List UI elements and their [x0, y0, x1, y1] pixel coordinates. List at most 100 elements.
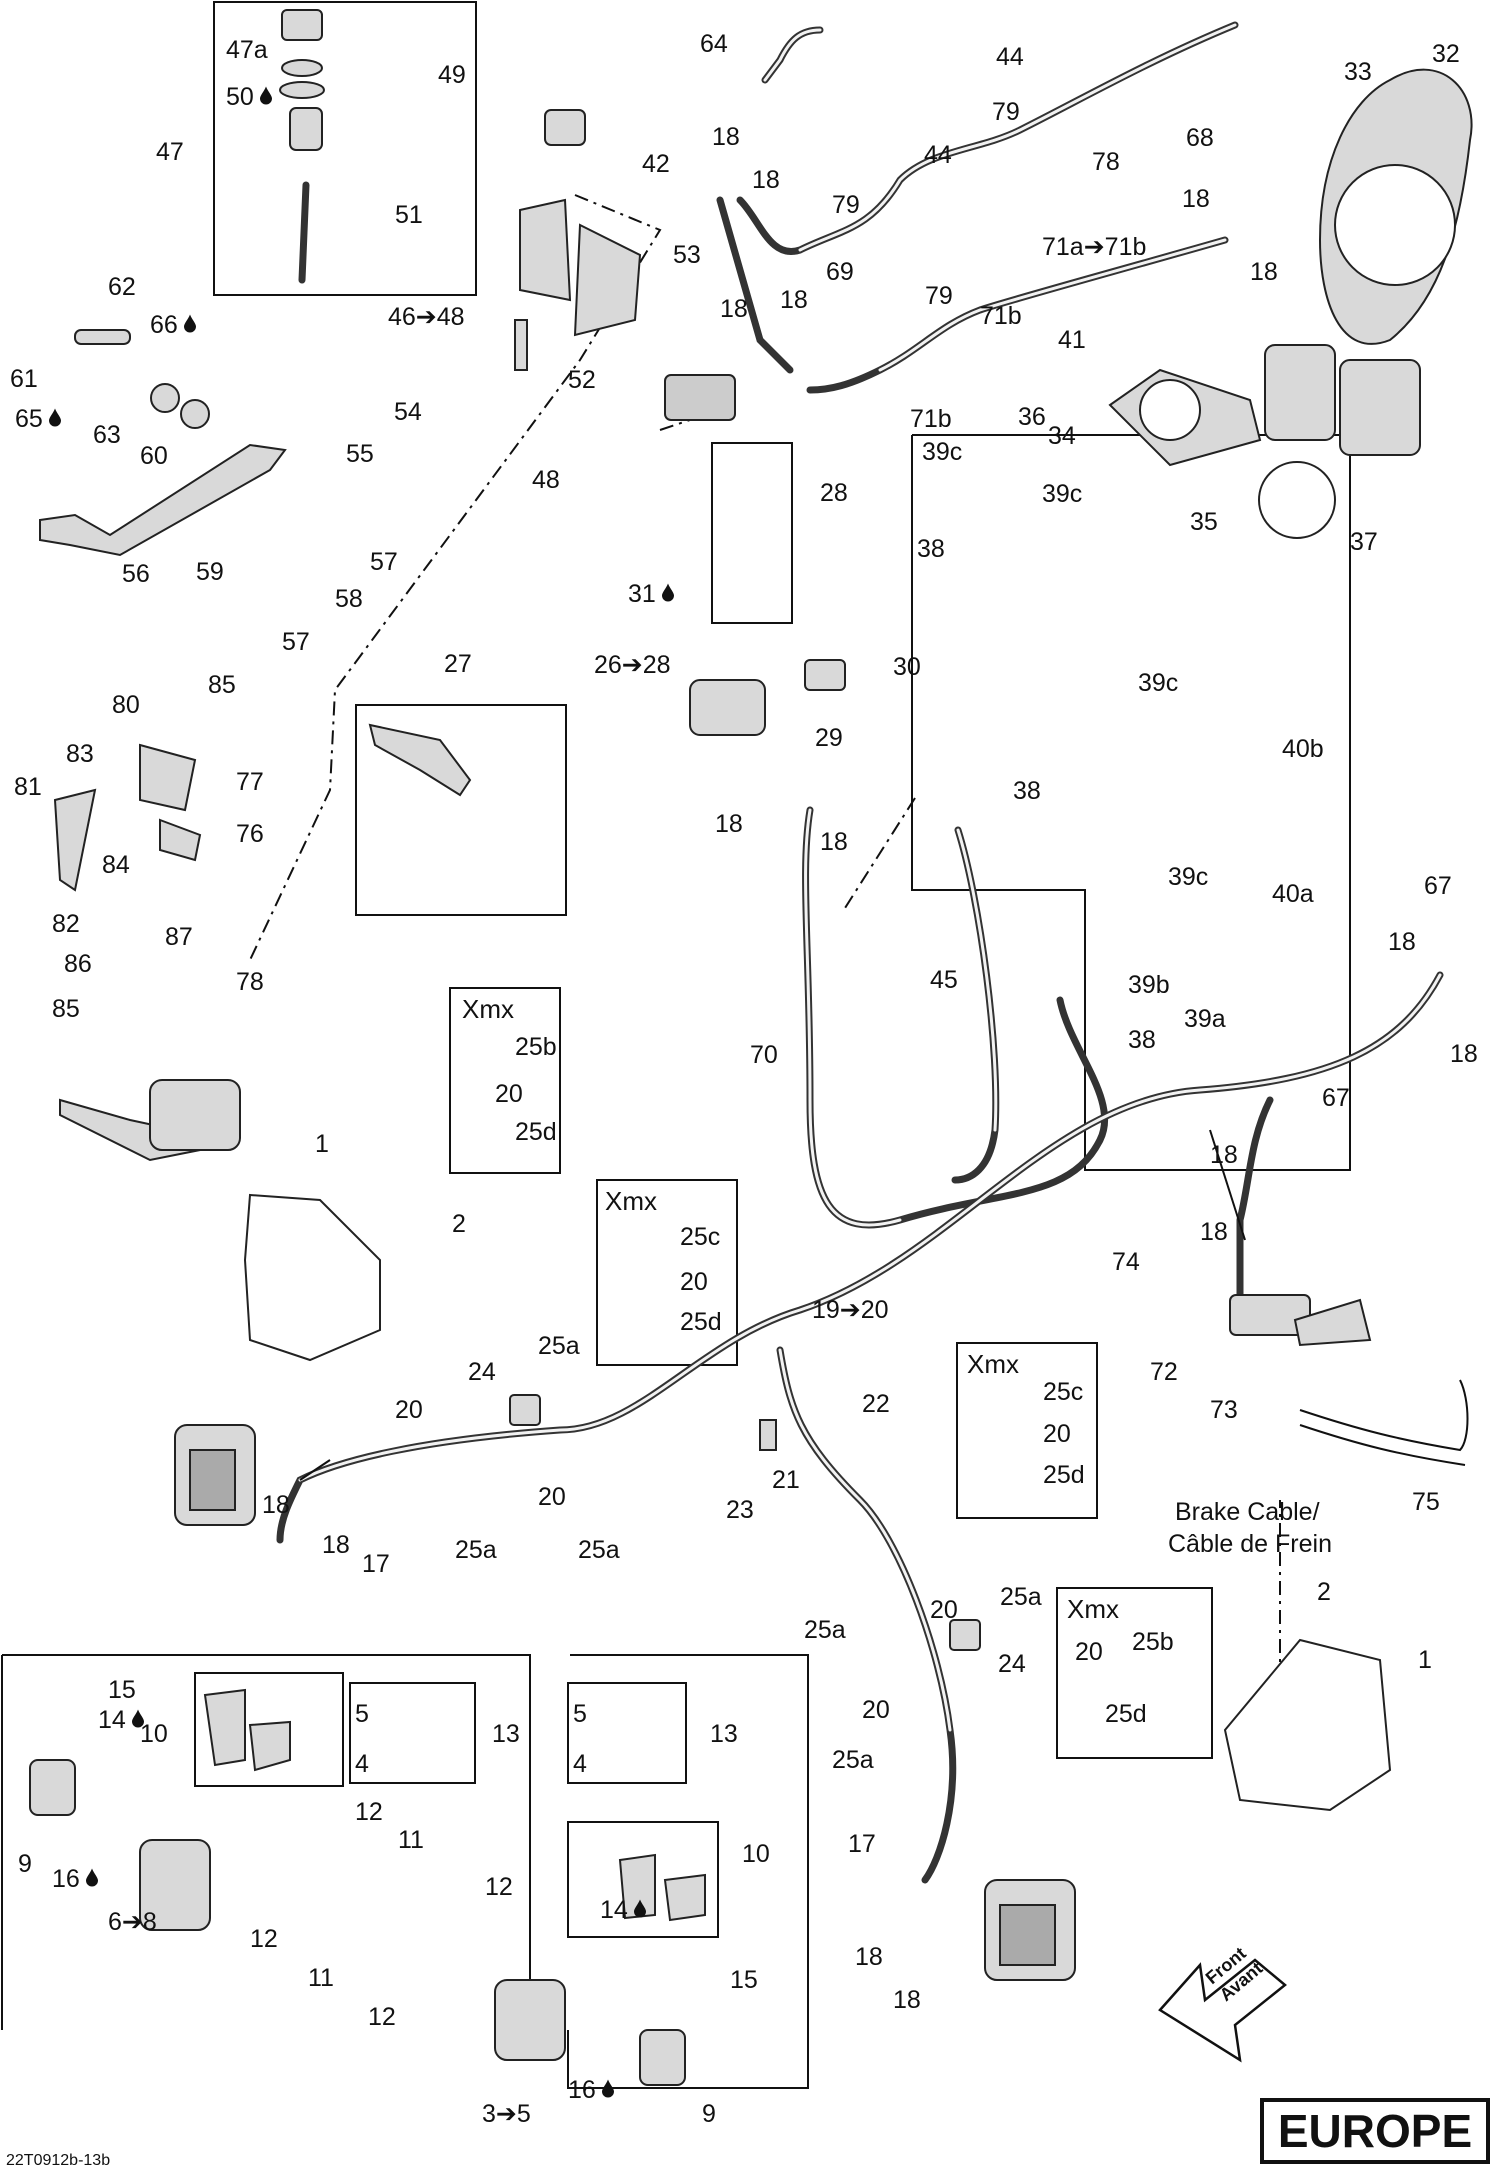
- proportioning-valve: [1229, 1294, 1372, 1347]
- callout-39a-1: 39a: [1184, 1005, 1226, 1033]
- callout-83-1: 83: [66, 740, 94, 768]
- callout-84-1: 84: [102, 851, 130, 879]
- svg-text:25c: 25c: [680, 1223, 720, 1251]
- callout-60-1: 60: [140, 442, 168, 470]
- callout-41-1: 41: [1058, 326, 1086, 354]
- callout-25a-6: 25a: [832, 1746, 874, 1774]
- callout-35-1: 3➔5: [482, 2100, 531, 2128]
- callout-12-1: 12: [355, 1798, 383, 1826]
- callout-23-1: 23: [726, 1496, 754, 1524]
- callout-76-1: 76: [236, 820, 264, 848]
- svg-text:25b: 25b: [1132, 1628, 1174, 1656]
- callout-5-2: 5: [573, 1700, 587, 1728]
- callout-4-2: 4: [573, 1750, 587, 1778]
- callout-65-1: 65: [15, 405, 43, 433]
- callout-87-1: 87: [165, 923, 193, 951]
- callout-71a71b-1: 71a➔71b: [1042, 233, 1146, 261]
- callout-18-9: 18: [1388, 928, 1416, 956]
- callout-11-2: 11: [308, 1964, 334, 1992]
- callout-63-1: 63: [93, 421, 121, 449]
- routing-dash-lines: [249, 194, 1281, 1740]
- callout-18-8: 18: [820, 828, 848, 856]
- callout-79-2: 79: [832, 191, 860, 219]
- callout-18-1: 18: [712, 123, 740, 151]
- callout-39b-1: 39b: [1128, 971, 1170, 999]
- callout-59-1: 59: [196, 558, 224, 586]
- svg-text:Xmx: Xmx: [462, 994, 514, 1024]
- callout-25a-4: 25a: [804, 1616, 846, 1644]
- svg-text:Xmx: Xmx: [1067, 1594, 1119, 1624]
- svg-text:25d: 25d: [680, 1308, 722, 1336]
- callout-9-2: 9: [702, 2100, 716, 2128]
- callout-79-3: 79: [925, 282, 953, 310]
- callout-39c-2: 39c: [1042, 480, 1082, 508]
- caliper-body-lower-left: [29, 1759, 686, 2086]
- callout-71b-1: 71b: [980, 302, 1022, 330]
- callout-78-2: 78: [236, 968, 264, 996]
- callout-2-2: 2: [1317, 1578, 1331, 1606]
- callout-38-2: 38: [1013, 777, 1041, 805]
- svg-text:Brake Cable/: Brake Cable/: [1175, 1498, 1320, 1526]
- callout-73-1: 73: [1210, 1396, 1238, 1424]
- callout-18-12: 18: [1200, 1218, 1228, 1246]
- callout-29-1: 29: [815, 724, 843, 752]
- callout-18-15: 18: [855, 1943, 883, 1971]
- callout-81-1: 81: [14, 773, 42, 801]
- brake-pads: [203, 1688, 706, 1922]
- svg-text:25b: 25b: [515, 1033, 557, 1061]
- callout-39c-4: 39c: [1168, 863, 1208, 891]
- pad-kit-box-28: [711, 442, 793, 624]
- svg-text:20: 20: [680, 1268, 708, 1296]
- callout-38-1: 38: [917, 535, 945, 563]
- callout-22-1: 22: [862, 1390, 890, 1418]
- callout-24-1: 24: [468, 1358, 496, 1386]
- callout-4-1: 4: [355, 1750, 369, 1778]
- callout-4648-1: 46➔48: [388, 303, 465, 331]
- master-cylinder-front: [689, 659, 846, 736]
- callout-14-2: 14: [600, 1896, 628, 1924]
- callout-40a-1: 40a: [1272, 880, 1314, 908]
- callout-16-1: 16: [52, 1865, 80, 1893]
- callout-1-2: 1: [1418, 1646, 1432, 1674]
- callout-12-2: 12: [485, 1873, 513, 1901]
- callout-52-1: 52: [568, 366, 596, 394]
- svg-text:Xmx: Xmx: [605, 1186, 657, 1216]
- callout-25a-3: 25a: [578, 1536, 620, 1564]
- callout-18-2: 18: [752, 166, 780, 194]
- front-caliper-right: [984, 1879, 1076, 1981]
- drop-icon: [132, 1709, 144, 1728]
- callout-34-1: 34: [1048, 422, 1076, 450]
- callout-18-7: 18: [715, 810, 743, 838]
- hose-clips: [509, 1394, 981, 1651]
- front-caliper-left: [174, 1424, 256, 1526]
- callout-18-14: 18: [322, 1531, 350, 1559]
- callout-24-2: 24: [998, 1650, 1026, 1678]
- callout-18-10: 18: [1450, 1040, 1478, 1068]
- pin-box-left: [349, 1682, 476, 1784]
- callout-40b-1: 40b: [1282, 735, 1324, 763]
- callout-66-1: 66: [150, 311, 178, 339]
- callout-47-1: 47: [156, 138, 184, 166]
- callout-45-1: 45: [930, 966, 958, 994]
- xmx-box-4: Xmx: [1056, 1587, 1213, 1759]
- pin-box-right: [567, 1682, 687, 1784]
- callout-5-1: 5: [355, 1700, 369, 1728]
- drop-icon: [184, 314, 196, 333]
- callout-27-1: 27: [444, 650, 472, 678]
- svg-text:Câble de Frein: Câble de Frein: [1168, 1530, 1332, 1558]
- callout-20-3: 20: [930, 1596, 958, 1624]
- callout-1-1: 1: [315, 1130, 329, 1158]
- rear-caliper-kit-outline: [911, 434, 1351, 1171]
- callout-30-1: 30: [893, 653, 921, 681]
- brake-lines: [276, 21, 1469, 1884]
- callout-85-2: 85: [52, 995, 80, 1023]
- callout-36-1: 36: [1018, 403, 1046, 431]
- svg-text:Xmx: Xmx: [967, 1349, 1019, 1379]
- callout-18-5: 18: [1182, 185, 1210, 213]
- callout-39c-1: 39c: [922, 438, 962, 466]
- callout-68-1: 68: [1186, 124, 1214, 152]
- callout-20-4: 20: [862, 1696, 890, 1724]
- callout-32-1: 32: [1432, 40, 1460, 68]
- callout-50-1: 50: [226, 83, 254, 111]
